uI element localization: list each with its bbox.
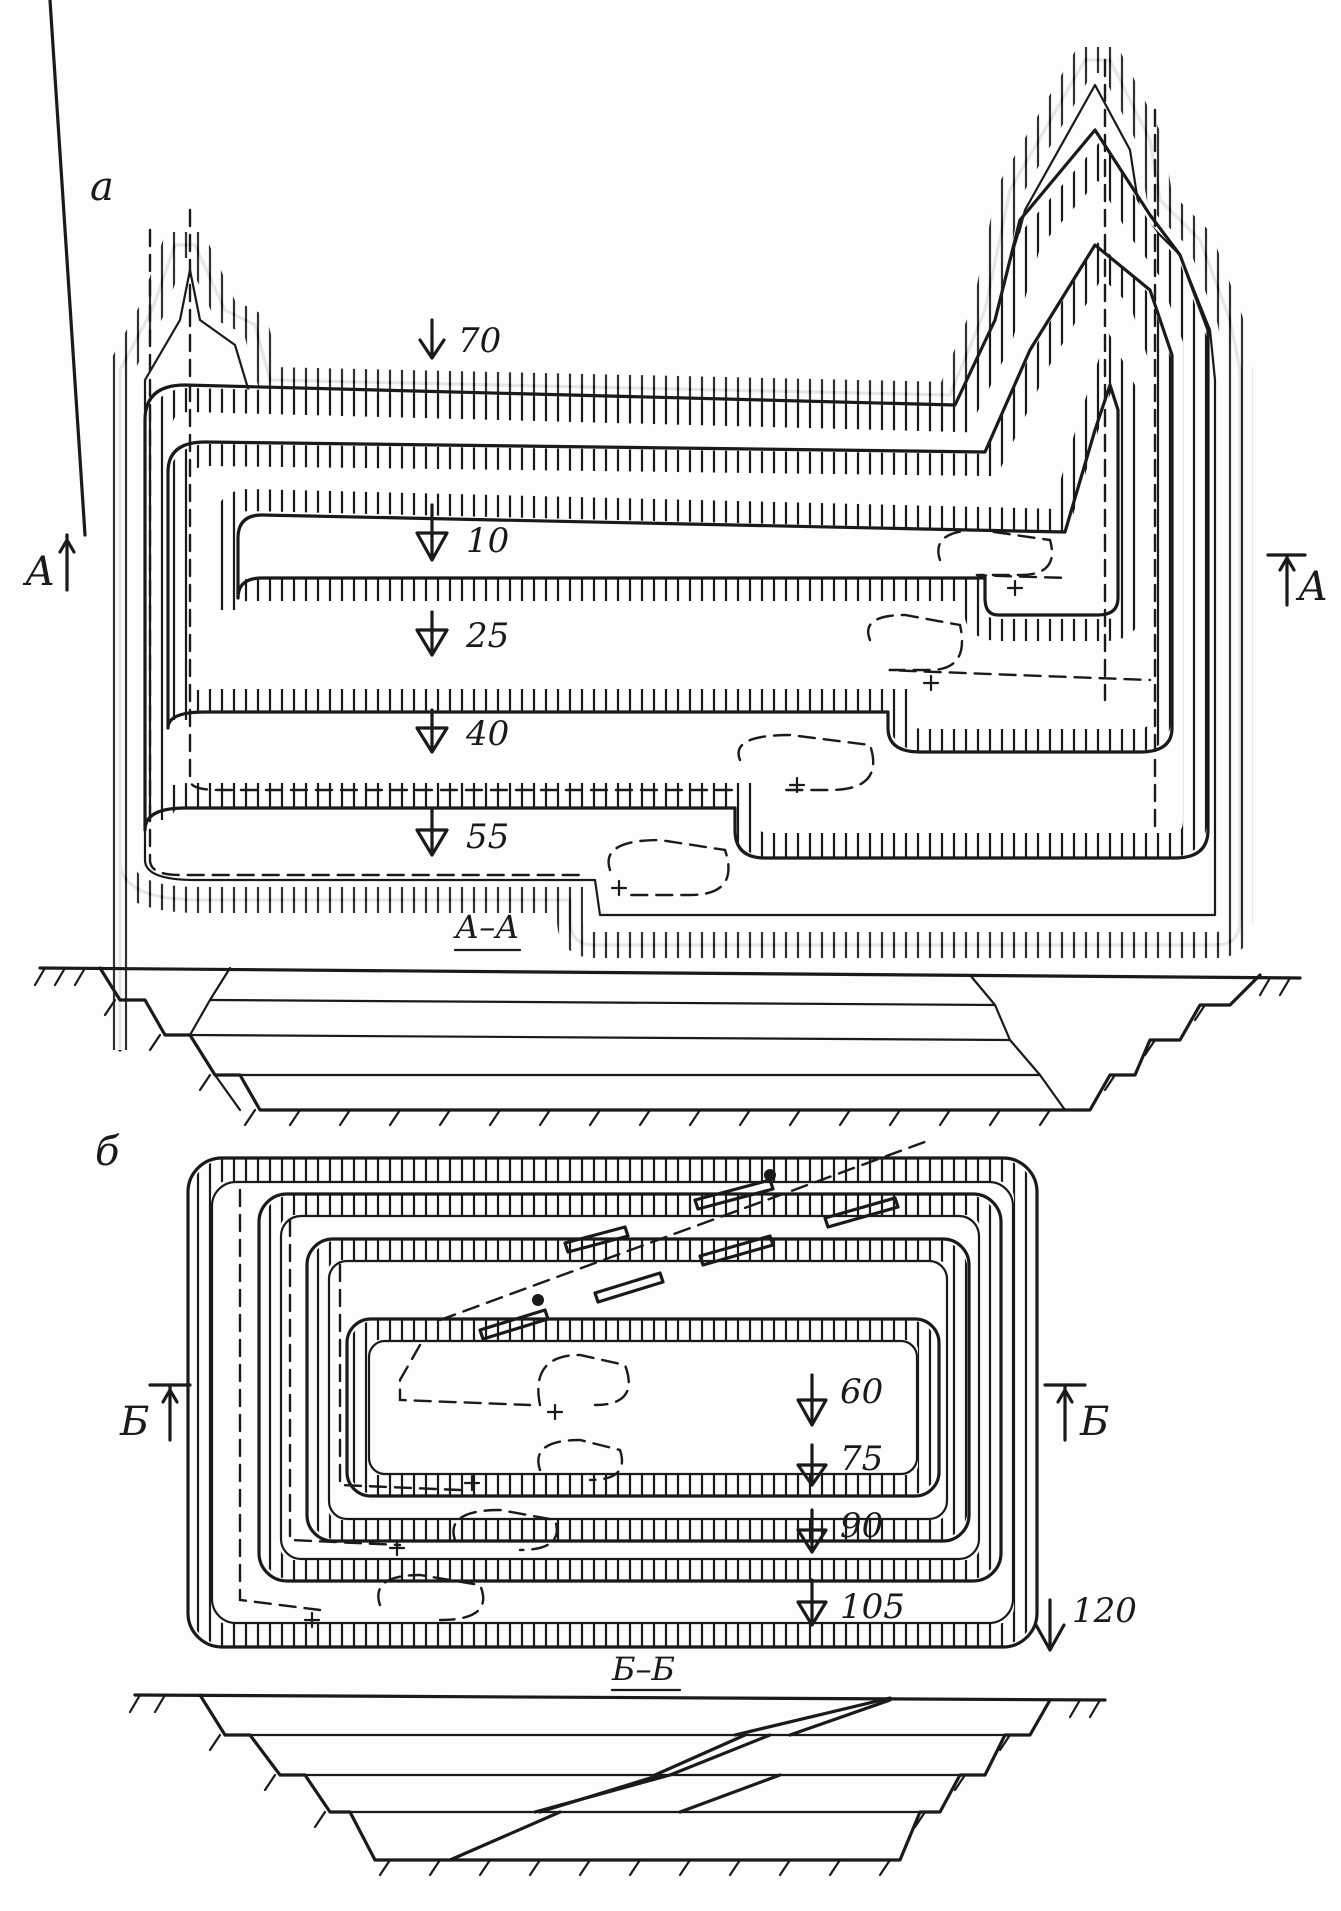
section-b-marker-left: Б (119, 1383, 192, 1445)
depth-arrows-a: 70 10 25 40 55 (415, 318, 509, 857)
depth-label-25: 25 (465, 616, 509, 656)
depth-label-60: 60 (840, 1372, 883, 1412)
section-a-marker-right: А (1266, 553, 1328, 610)
section-a-letter-right: А (1295, 564, 1328, 610)
section-b-marker-right: Б (1043, 1383, 1109, 1445)
panel-label-b: б (95, 1129, 120, 1175)
section-b-letter-left: Б (119, 1399, 149, 1445)
depth-label-90: 90 (840, 1506, 883, 1546)
section-title-b: Б–Б (611, 1650, 675, 1688)
depth-label-120: 120 (1072, 1591, 1137, 1631)
section-a-marker-left: А (22, 0, 87, 595)
depth-arrow-55: 55 (415, 808, 509, 857)
figure-b-section (128, 1693, 1107, 1877)
ground-hatching-a (33, 966, 1292, 1127)
depth-label-55: 55 (466, 817, 509, 857)
ramp-marks (610, 579, 1024, 897)
depth-arrow-10: 10 (415, 503, 509, 562)
depth-arrows-b: 60 75 90 105 120 (796, 1372, 1137, 1652)
conveyor-segments (478, 1169, 900, 1341)
depth-arrow-25: 25 (415, 610, 509, 657)
ramp-marks-b (303, 1403, 564, 1629)
depth-arrow-60: 60 (796, 1372, 883, 1427)
ground-hatching-b (128, 1693, 1102, 1877)
section-b-letter-right: Б (1079, 1399, 1109, 1445)
depth-label-105: 105 (840, 1587, 905, 1627)
depth-label-10: 10 (466, 521, 509, 561)
depth-label-70: 70 (458, 321, 501, 361)
depth-arrow-40: 40 (415, 708, 509, 754)
figure-a-section (33, 966, 1302, 1127)
section-title-a: А–А (453, 908, 519, 946)
depth-label-75: 75 (840, 1439, 883, 1479)
depth-arrow-90: 90 (796, 1506, 883, 1554)
panel-label-a: а (90, 164, 114, 210)
depth-arrow-75: 75 (796, 1439, 883, 1487)
section-a-letter-left: А (22, 549, 55, 595)
depth-arrow-70: 70 (418, 318, 501, 361)
depth-label-40: 40 (465, 714, 509, 754)
figure-a-plan: А А а 70 10 25 40 55 (22, 0, 1328, 1052)
depth-arrow-105: 105 (796, 1578, 905, 1627)
depth-arrow-120: 120 (1034, 1591, 1137, 1652)
figure-b-plan: 60 75 90 105 120 Б Б (119, 1138, 1137, 1652)
